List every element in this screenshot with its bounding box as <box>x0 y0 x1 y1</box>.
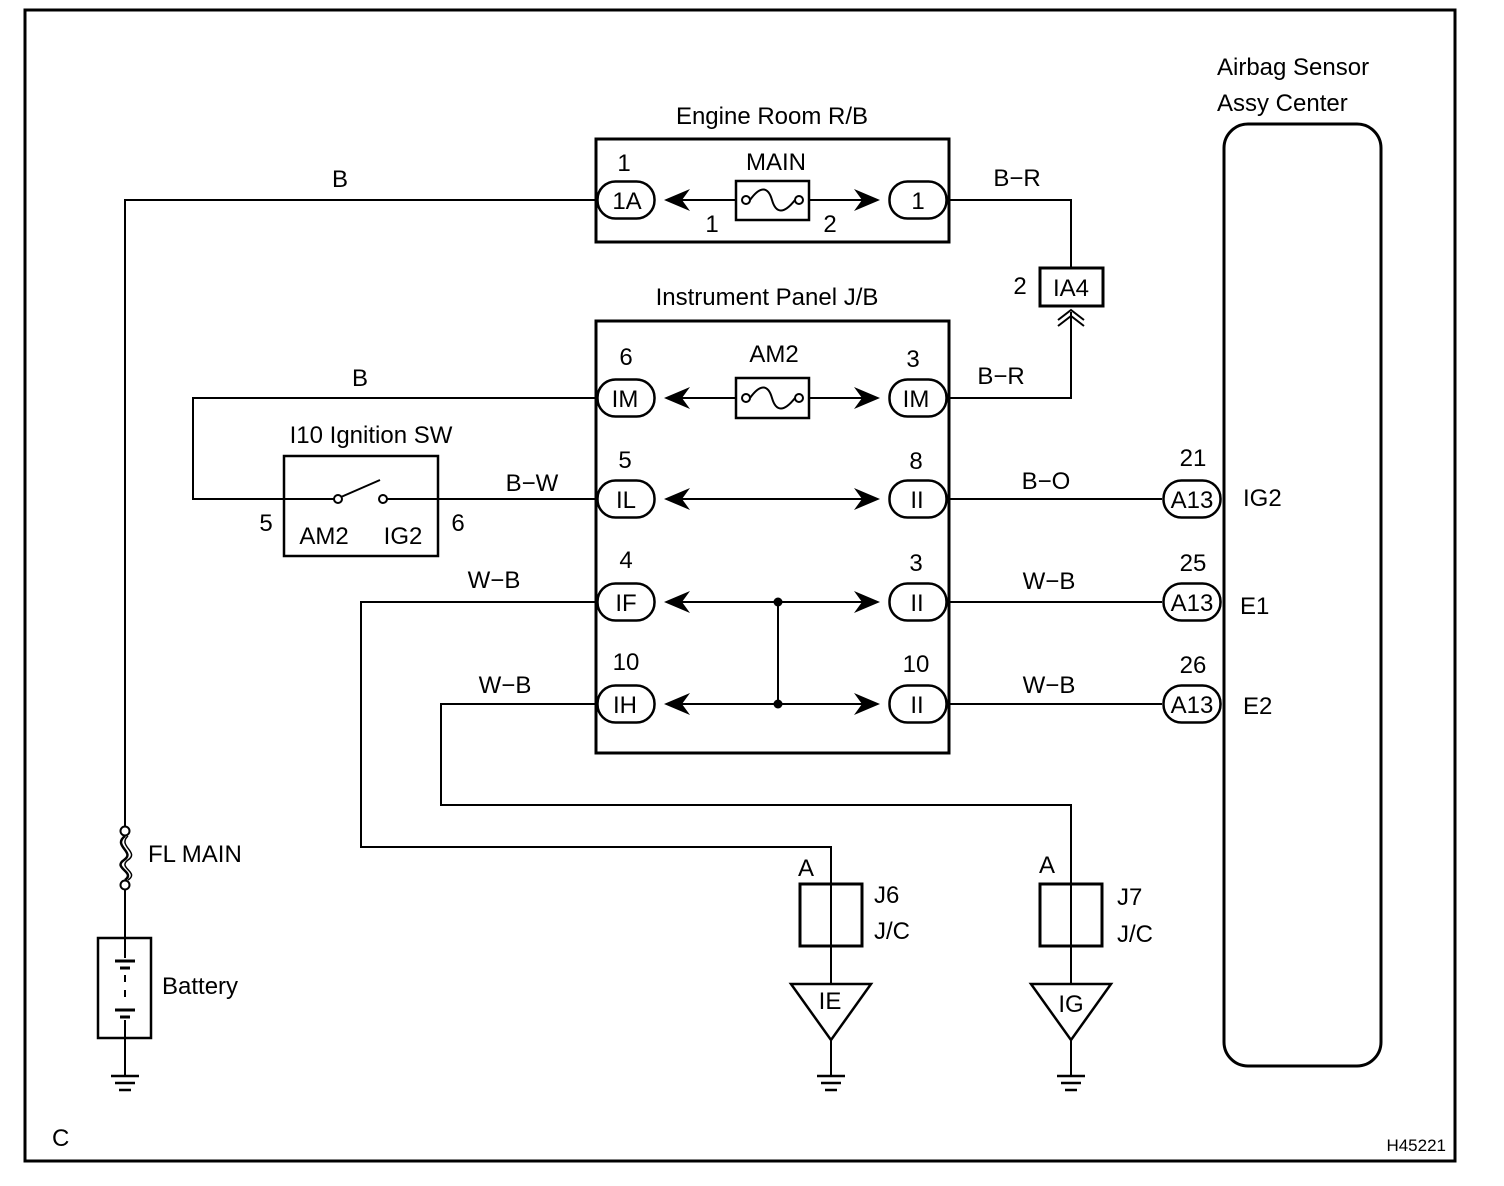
ignition-switch: I10 Ignition SW AM2 IG2 5 6 <box>259 422 465 558</box>
wire-label-rb-to-ia4: B−R <box>993 165 1040 192</box>
fl-main-label: FL MAIN <box>148 841 242 868</box>
ia4-connector: IA4 2 <box>1013 266 1105 327</box>
wire-label-ia4-to-jb: B−R <box>977 363 1024 390</box>
ground-icon <box>817 1074 845 1092</box>
ia4-label: IA4 <box>1053 275 1089 302</box>
wire-label-switch-to-jb: B−W <box>506 470 559 497</box>
airbag-title-line2: Assy Center <box>1217 90 1348 117</box>
battery-label: Battery <box>162 973 238 1000</box>
fuse-pin-in: 1 <box>705 211 718 238</box>
wire-label-jb-to-e2: W−B <box>1023 672 1076 699</box>
airbag-pin2-connector: A13 <box>1171 590 1214 617</box>
j6-pin: A <box>798 855 814 882</box>
switch-pin-right: 6 <box>451 510 464 537</box>
wire-label-jb-to-e1: W−B <box>1023 568 1076 595</box>
diagram-frame <box>23 8 1457 1163</box>
jb-row1-right-conn: IM <box>903 386 930 413</box>
wire-labels: B B−R B−R B B−W B−O W−B W−B W−B W−B <box>332 165 1075 699</box>
am2-fuse-label: AM2 <box>749 341 798 368</box>
ground-point-ie <box>788 982 874 1043</box>
wire-label-ih-to-j7: W−B <box>479 672 532 699</box>
rb-out-connector: 1 <box>911 188 924 215</box>
airbag-pin3-number: 26 <box>1180 652 1207 679</box>
ignition-switch-title: I10 Ignition SW <box>290 422 453 449</box>
wire-label-jb-to-switch: B <box>352 365 368 392</box>
airbag-pin1-number: 21 <box>1180 445 1207 472</box>
jb-row4-left-pin: 10 <box>613 649 640 676</box>
jb-row3-right-conn: II <box>910 590 923 617</box>
wire-label-battery-to-rb: B <box>332 166 348 193</box>
switch-terminal-am2: AM2 <box>299 523 348 550</box>
rb-in-connector: 1A <box>612 188 641 215</box>
jb-row3-left-conn: IF <box>615 590 636 617</box>
fusible-link-fl-main: FL MAIN <box>119 825 242 891</box>
switch-terminal-ig2: IG2 <box>384 523 423 550</box>
j7-type: J/C <box>1117 921 1153 948</box>
airbag-title-line1: Airbag Sensor <box>1217 54 1369 81</box>
instrument-panel-junction-block: Instrument Panel J/B AM2 IM 6 IM 3 <box>594 284 951 755</box>
airbag-pin1-terminal: IG2 <box>1243 485 1282 512</box>
airbag-pin3-terminal: E2 <box>1243 693 1272 720</box>
junction-connector-j7: A J7 J/C IG <box>1028 852 1153 1043</box>
junction-connector-j6: A J6 J/C IE <box>788 855 910 1043</box>
jb-row3-right-pin: 3 <box>909 550 922 577</box>
jb-row2-left-conn: IL <box>616 487 636 514</box>
wires <box>124 199 1162 1076</box>
wire-label-if-to-j6: W−B <box>468 567 521 594</box>
jb-row2-left-pin: 5 <box>618 447 631 474</box>
airbag-pin2-number: 25 <box>1180 550 1207 577</box>
jb-row4-left-conn: IH <box>613 692 637 719</box>
jb-row2-right-pin: 8 <box>909 448 922 475</box>
ground-point-ie-label: IE <box>819 988 842 1015</box>
j6-type: J/C <box>874 918 910 945</box>
jb-row1-left-pin: 6 <box>619 344 632 371</box>
jb-row3-left-pin: 4 <box>619 547 632 574</box>
j7-name: J7 <box>1117 884 1142 911</box>
corner-letter: C <box>52 1125 69 1152</box>
battery: Battery <box>96 936 238 1040</box>
fuse-pin-out: 2 <box>823 211 836 238</box>
engine-room-relay-block: Engine Room R/B MAIN 1A 1 1 1 2 <box>594 103 951 244</box>
ground-point-ig <box>1028 982 1114 1043</box>
j7-pin: A <box>1039 852 1055 879</box>
airbag-pin3-connector: A13 <box>1171 692 1214 719</box>
wire-label-jb-to-ig2: B−O <box>1022 468 1071 495</box>
main-fuse-label: MAIN <box>746 149 806 176</box>
ground-icon <box>111 1074 139 1092</box>
airbag-sensor-assy: Airbag Sensor Assy Center A13 21 IG2 A13… <box>1162 54 1383 1068</box>
jb-row1-left-conn: IM <box>612 386 639 413</box>
engine-room-rb-title: Engine Room R/B <box>676 103 868 130</box>
jb-row2-right-conn: II <box>910 487 923 514</box>
jb-title: Instrument Panel J/B <box>656 284 879 311</box>
rb-in-pin: 1 <box>617 150 630 177</box>
jb-row1-right-pin: 3 <box>906 346 919 373</box>
airbag-pin2-terminal: E1 <box>1240 593 1269 620</box>
jb-row4-right-conn: II <box>910 692 923 719</box>
jb-row4-right-pin: 10 <box>903 651 930 678</box>
ground-point-ig-label: IG <box>1058 991 1083 1018</box>
ground-icon <box>1057 1074 1085 1092</box>
figure-code: H45221 <box>1386 1136 1446 1155</box>
ia4-pin: 2 <box>1013 273 1026 300</box>
j6-name: J6 <box>874 882 899 909</box>
switch-lever <box>340 479 381 498</box>
airbag-pin1-connector: A13 <box>1171 487 1214 514</box>
switch-pin-left: 5 <box>259 510 272 537</box>
